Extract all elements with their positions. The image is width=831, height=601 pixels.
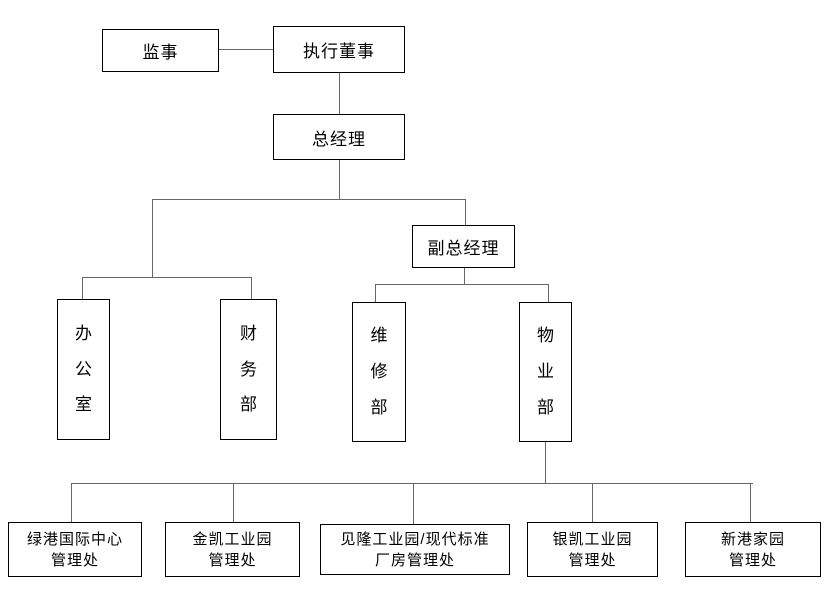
node-jinkai-office: 金凯工业园 管理处 [165,522,300,577]
node-yinkai-office-line1: 银凯工业园 [552,530,633,548]
node-deputy-general-manager: 副总经理 [412,225,515,268]
node-supervisor-label: 监事 [142,43,179,62]
connector-left-rail [82,277,251,278]
node-maintenance-dept: 维修部 [352,302,406,442]
node-jianlong-office-line1: 见隆工业园/现代标准 [340,530,490,548]
node-finance-dept-label: 财务部 [239,323,257,415]
connector-gm-main-rail [152,199,466,200]
node-finance-dept: 财务部 [220,299,277,440]
connector-jianlong-stub [413,483,414,524]
node-jianlong-office: 见隆工业园/现代标准 厂房管理处 [320,524,510,575]
node-lvgang-office-line2: 管理处 [50,551,99,569]
node-yinkai-office-line2: 管理处 [568,551,617,569]
node-deputy-general-manager-label: 副总经理 [427,239,500,258]
connector-finance-stub [251,277,252,300]
node-general-manager-label: 总经理 [312,129,366,149]
connector-deputy-stub-top [465,199,466,225]
connector-property-stub [548,284,549,303]
node-general-manager: 总经理 [273,114,405,160]
node-office-dept: 办公室 [57,299,110,440]
node-yinkai-office: 银凯工业园 管理处 [527,522,658,577]
connector-executive-gm [339,73,340,114]
node-xingang-office-line1: 新港家园 [720,530,785,548]
node-lvgang-office-line1: 绿港国际中心 [26,530,123,548]
node-supervisor: 监事 [102,29,219,72]
node-jianlong-office-line2: 厂房管理处 [374,551,455,569]
node-maintenance-dept-label: 维修部 [370,326,388,417]
connector-supervisor-executive [219,49,273,50]
node-xingang-office: 新港家园 管理处 [685,522,821,577]
connector-xingang-stub [750,483,751,522]
connector-jinkai-stub [233,483,234,522]
connector-yinkai-stub [592,483,593,522]
connector-property-down [545,442,546,483]
node-property-dept: 物业部 [519,302,572,442]
connector-deputy-stub-bottom [464,268,465,285]
connector-office-stub [82,277,83,300]
node-executive-director: 执行董事 [273,26,405,73]
connector-gm-drop [339,160,340,199]
node-lvgang-office: 绿港国际中心 管理处 [8,522,142,577]
node-office-dept-label: 办公室 [74,323,92,415]
node-xingang-office-line2: 管理处 [728,551,777,569]
node-jinkai-office-line1: 金凯工业园 [192,530,273,548]
node-executive-director-label: 执行董事 [303,42,375,61]
node-property-dept-label: 物业部 [536,326,554,417]
connector-lvgang-stub [71,483,72,522]
connector-maintenance-stub [375,284,376,303]
connector-bottom-rail [71,483,753,484]
node-jinkai-office-line2: 管理处 [208,551,257,569]
connector-right-rail [375,284,549,285]
connector-left-drop [152,199,153,277]
